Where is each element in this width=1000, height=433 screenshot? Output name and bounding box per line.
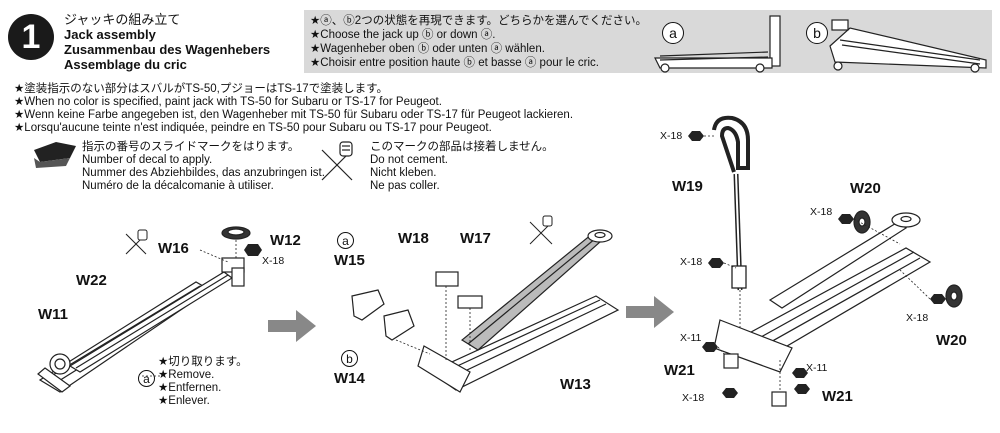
paint-instructions: ★塗装指示のない部分はスバルがTS-50,プジョーはTS-17で塗装します。 ★… [14, 83, 573, 135]
jack-position-instructions: ★ⓐ、ⓑ2つの状態を再現できます。どちらかを選んでください。 ★Choose t… [310, 14, 647, 70]
panel2-arm [460, 229, 613, 351]
panel1-part-w12 [221, 226, 251, 240]
decal-legend-fr: Numéro de la décalcomanie à utiliser. [82, 180, 274, 192]
panel3-wheel-w20-right [945, 284, 963, 308]
no-cement-icon [321, 141, 353, 181]
option-a-marker: a [662, 22, 684, 44]
remove-note: ★切り取ります。 ★Remove. ★Entfernen. ★Enlever. [158, 356, 248, 408]
cement-legend-fr: Ne pas coller. [370, 180, 440, 192]
panel3-handle-w19 [712, 115, 750, 291]
panel3-wheel-w20-top [853, 210, 871, 234]
cement-legend-jp: このマークの部品は接着しません。 [370, 141, 554, 153]
paint-line-fr: ★Lorsqu'aucune teinte n'est indiquée, pe… [14, 122, 492, 134]
panel2-no-cement [529, 215, 553, 245]
panel1-no-cement [125, 229, 148, 255]
remove-note-jp: ★切り取ります。 [158, 356, 248, 368]
title-jp: ジャッキの組み立て [64, 12, 181, 27]
cement-legend-en: Do not cement. [370, 154, 448, 166]
paint-line-de: ★Wenn keine Farbe angegeben ist, den Wag… [14, 109, 574, 121]
label-w19: W19 [672, 178, 703, 195]
cement-legend: このマークの部品は接着しません。 Do not cement. Nicht kl… [370, 141, 554, 193]
label-x11-left: X-11 [680, 332, 702, 344]
label-w13: W13 [560, 376, 591, 393]
label-x11-right: X-11 [806, 362, 828, 374]
label-x18-handle: X-18 [660, 130, 683, 142]
panel2-part-w14 [383, 309, 415, 341]
label-w17: W17 [460, 230, 491, 247]
label-x18-bottom: X-18 [682, 392, 705, 404]
jack-up-thumbnail [829, 19, 987, 73]
decal-legend-en: Number of decal to apply. [82, 154, 213, 166]
arrow-2-to-3 [626, 296, 674, 328]
decal-legend: 指示の番号のスライドマークをはります。 Number of decal to a… [82, 141, 325, 193]
label-w12: W12 [270, 232, 301, 249]
label-x18-wheel-right: X-18 [906, 312, 929, 324]
label-w18: W18 [398, 230, 429, 247]
info-line-fr: ★Choisir entre position haute ⓑ et basse… [310, 57, 599, 69]
panel3-part-w21-right [771, 391, 787, 407]
info-line-jp: ★ⓐ、ⓑ2つの状態を再現できます。どちらかを選んでください。 [310, 15, 647, 27]
step-number-badge: 1 [8, 14, 54, 60]
decal-legend-de: Nummer des Abziehbildes, das anzubringen… [82, 167, 325, 179]
title-de: Zusammenbau des Wagenhebers [64, 42, 271, 57]
paint-line-jp: ★塗装指示のない部分はスバルがTS-50,プジョーはTS-17で塗装します。 [14, 83, 388, 95]
label-w21-left: W21 [664, 362, 695, 379]
remove-note-en: ★Remove. [158, 369, 215, 381]
step-title-block: ジャッキの組み立て Jack assembly Zusammenbau des … [64, 12, 270, 72]
panel2-part-w18 [435, 271, 459, 287]
label-w20-top: W20 [850, 180, 881, 197]
label-x18-wheel-top: X-18 [810, 206, 833, 218]
marker-a-p1: a [138, 370, 155, 387]
panel2-part-w17 [457, 295, 483, 309]
panel3-screws [688, 131, 946, 398]
label-w21-right: W21 [822, 388, 853, 405]
marker-a-p2: a [337, 232, 354, 249]
panel2-part-w15 [351, 289, 385, 321]
info-line-de: ★Wagenheber oben ⓑ oder unten ⓐ wählen. [310, 43, 545, 55]
panel3-arm [768, 212, 921, 309]
label-w20-right: W20 [936, 332, 967, 349]
remove-note-fr: ★Enlever. [158, 395, 210, 407]
jack-down-thumbnail [654, 15, 781, 73]
option-b-marker: b [806, 22, 828, 44]
label-x18-mid: X-18 [680, 256, 703, 268]
panel3-leader-lines [704, 135, 931, 392]
marker-b-p2: b [341, 350, 358, 367]
info-line-en: ★Choose the jack up ⓑ or down ⓐ. [310, 29, 496, 41]
remove-note-de: ★Entfernen. [158, 382, 222, 394]
label-w11: W11 [38, 306, 69, 323]
panel2-leader-lines [395, 286, 471, 360]
panel3-base [713, 247, 932, 373]
panel2-base-w13 [417, 295, 620, 393]
arrow-1-to-2 [268, 310, 316, 342]
label-w22: W22 [76, 272, 107, 289]
label-w15: W15 [334, 252, 365, 269]
decal-icon [34, 142, 76, 168]
label-w16: W16 [158, 240, 189, 257]
cement-legend-de: Nicht kleben. [370, 167, 437, 179]
title-en: Jack assembly [64, 27, 156, 42]
label-w14: W14 [334, 370, 365, 387]
panel1-screw-x18 [244, 244, 262, 256]
decal-legend-jp: 指示の番号のスライドマークをはります。 [82, 141, 300, 153]
label-x18-p1: X-18 [262, 255, 285, 267]
paint-line-en: ★When no color is specified, paint jack … [14, 96, 442, 108]
panel3-part-w21-left [723, 353, 739, 369]
title-fr: Assemblage du cric [64, 57, 187, 72]
